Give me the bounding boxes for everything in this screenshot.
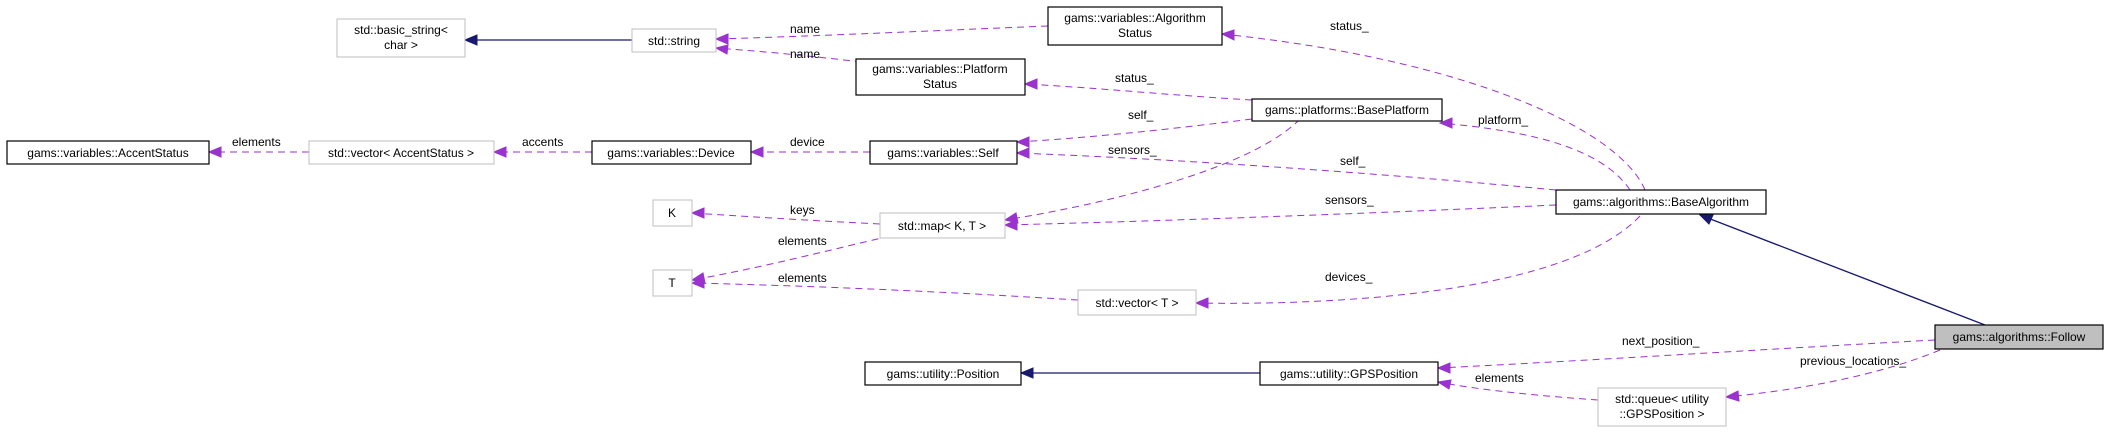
- edge-label-devices: devices_: [1325, 270, 1373, 284]
- edge-queue-elements: elements: [1436, 371, 1599, 401]
- node-label: std::vector< T >: [1096, 296, 1179, 310]
- node-t[interactable]: T: [652, 269, 693, 297]
- node-map-kt[interactable]: std::map< K, T >: [879, 212, 1006, 239]
- node-vector-accent[interactable]: std::vector< AccentStatus >: [308, 140, 495, 165]
- edge-base-platform-sensors: sensors_: [1003, 118, 1301, 224]
- node-device[interactable]: gams::variables::Device: [591, 140, 752, 165]
- edge-label-status-1: status_: [1330, 19, 1369, 33]
- edge-label-accents: accents: [522, 135, 563, 149]
- node-queue-gps[interactable]: std::queue< utility ::GPSPosition >: [1597, 387, 1727, 427]
- edge-self-device: device: [749, 135, 870, 158]
- edge-follow-previous-locations: previous_locations_: [1724, 349, 1941, 402]
- node-label: Status: [923, 77, 957, 91]
- node-platform-status[interactable]: gams::variables::Platform Status: [855, 58, 1026, 96]
- edge-label-sensors-2: sensors_: [1325, 193, 1374, 207]
- node-label: gams::variables::AccentStatus: [27, 146, 188, 160]
- node-label: Status: [1118, 26, 1152, 40]
- node-label: std::map< K, T >: [898, 219, 986, 233]
- node-base-platform[interactable]: gams::platforms::BasePlatform: [1251, 98, 1443, 122]
- edge-string-to-basic-string: [463, 34, 632, 46]
- node-label: gams::variables::Self: [887, 146, 999, 160]
- edge-label-elements-1: elements: [232, 135, 281, 149]
- edge-base-algorithm-devices: devices_: [1194, 215, 1641, 309]
- edge-base-platform-self: self_: [1015, 108, 1253, 148]
- edge-label-platform: platform_: [1478, 113, 1528, 127]
- node-position[interactable]: gams::utility::Position: [864, 361, 1022, 386]
- edge-label-status-2: status_: [1115, 71, 1154, 85]
- edge-label-elements-2: elements: [778, 234, 827, 248]
- edge-follow-to-base-algorithm: [1698, 214, 1986, 326]
- edge-platform-status-name: name: [714, 44, 863, 63]
- node-label: gams::algorithms::BaseAlgorithm: [1573, 195, 1749, 209]
- edge-base-algorithm-status: status_: [1220, 19, 1646, 191]
- edge-base-algorithm-sensors: sensors_: [1003, 193, 1557, 231]
- node-label: ::GPSPosition >: [1619, 407, 1704, 421]
- edge-label-name-2: name: [790, 47, 820, 61]
- node-k[interactable]: K: [652, 199, 693, 227]
- edge-gps-position-to-position: [1019, 367, 1260, 379]
- node-label: K: [668, 206, 676, 220]
- edge-label-sensors-1: sensors_: [1108, 143, 1157, 157]
- node-label: gams::algorithms::Follow: [1953, 330, 2086, 344]
- node-label: gams::platforms::BasePlatform: [1265, 103, 1429, 117]
- edge-label-elements-4: elements: [1475, 371, 1524, 385]
- edge-label-previous-locations: previous_locations_: [1800, 354, 1906, 368]
- node-label: gams::variables::Algorithm: [1064, 11, 1205, 25]
- node-label: gams::utility::GPSPosition: [1280, 367, 1418, 381]
- edge-base-platform-status: status_: [1023, 71, 1253, 101]
- edge-label-keys: keys: [790, 203, 815, 217]
- node-algorithm-status[interactable]: gams::variables::Algorithm Status: [1047, 6, 1223, 46]
- node-self[interactable]: gams::variables::Self: [869, 140, 1018, 165]
- edge-label-elements-3: elements: [778, 271, 827, 285]
- edge-vector-accent-elements: elements: [207, 135, 309, 158]
- edge-label-self-2: self_: [1340, 154, 1366, 168]
- edge-algorithm-status-name: name: [714, 22, 1049, 45]
- node-label: char >: [384, 38, 418, 52]
- edge-map-keys: keys: [690, 203, 881, 225]
- node-label: gams::variables::Device: [607, 146, 735, 160]
- node-label: gams::variables::Platform: [872, 62, 1007, 76]
- edge-follow-next-position: next_position_: [1436, 334, 1936, 374]
- node-vector-t[interactable]: std::vector< T >: [1077, 289, 1197, 316]
- edge-vector-t-elements: elements: [690, 271, 1079, 301]
- edge-label-device: device: [790, 135, 825, 149]
- edge-label-self-1: self_: [1128, 108, 1154, 122]
- node-gps-position[interactable]: gams::utility::GPSPosition: [1259, 361, 1439, 386]
- node-follow[interactable]: gams::algorithms::Follow: [1934, 324, 2104, 350]
- node-label: T: [668, 276, 676, 290]
- edge-base-algorithm-platform: platform_: [1438, 113, 1631, 191]
- node-label: std::string: [648, 34, 700, 48]
- node-label: std::vector< AccentStatus >: [328, 146, 474, 160]
- node-label: std::queue< utility: [1615, 392, 1709, 406]
- node-std-string[interactable]: std::string: [631, 28, 717, 53]
- edge-base-algorithm-self: self_: [1015, 147, 1557, 191]
- node-accent-status[interactable]: gams::variables::AccentStatus: [6, 140, 210, 165]
- edge-label-name-1: name: [790, 22, 820, 36]
- edge-label-next-position: next_position_: [1622, 334, 1700, 348]
- node-label: std::basic_string<: [354, 23, 448, 37]
- node-basic-string[interactable]: std::basic_string< char >: [336, 18, 466, 58]
- node-base-algorithm[interactable]: gams::algorithms::BaseAlgorithm: [1555, 189, 1767, 215]
- edge-device-accents: accents: [492, 135, 592, 158]
- node-label: gams::utility::Position: [887, 367, 1000, 381]
